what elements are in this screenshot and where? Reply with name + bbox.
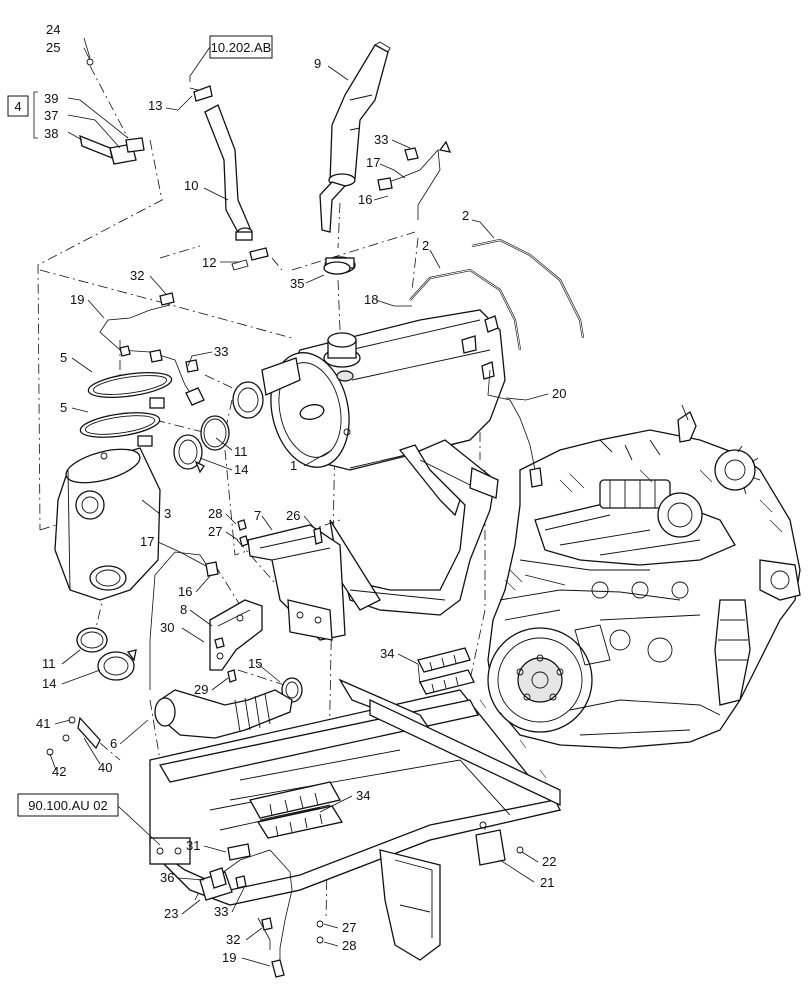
callout-14-bottom: 14 bbox=[42, 676, 56, 691]
callout-14-top: 14 bbox=[234, 462, 248, 477]
callout-23: 23 bbox=[164, 906, 178, 921]
callout-40: 40 bbox=[98, 760, 112, 775]
callout-6: 6 bbox=[110, 736, 117, 751]
callout-30: 30 bbox=[160, 620, 174, 635]
callout-33-bottom: 33 bbox=[214, 904, 228, 919]
reference-boxes: 10.202.AB 90.100.AU 02 4 bbox=[7, 35, 273, 846]
callout-22: 22 bbox=[542, 854, 556, 869]
callout-18: 18 bbox=[364, 292, 378, 307]
kit-box bbox=[7, 95, 29, 117]
callout-11-bottom: 11 bbox=[42, 656, 56, 671]
callout-32-top: 32 bbox=[130, 268, 144, 283]
callout-31: 31 bbox=[186, 838, 200, 853]
hoses bbox=[409, 238, 585, 351]
callout-34-bottom: 34 bbox=[356, 788, 370, 803]
callout-13: 13 bbox=[148, 98, 162, 113]
callout-2-right: 2 bbox=[462, 208, 469, 223]
callout-41: 41 bbox=[36, 716, 50, 731]
sensor-harnesses bbox=[99, 149, 543, 965]
callout-7: 7 bbox=[254, 508, 261, 523]
callout-1: 1 bbox=[290, 458, 297, 473]
gasket-clamp-upper bbox=[173, 415, 230, 474]
ref-box-bottom bbox=[17, 793, 119, 817]
kit-number: 4 bbox=[14, 99, 21, 114]
bracket-plate bbox=[247, 524, 346, 641]
callout-33-mid: 33 bbox=[214, 344, 228, 359]
connecting-pipe bbox=[154, 689, 293, 739]
callout-34-top: 34 bbox=[380, 646, 394, 661]
callout-12: 12 bbox=[202, 255, 216, 270]
callout-19-bottom: 19 bbox=[222, 950, 236, 965]
dpf-canister bbox=[54, 447, 161, 601]
callout-17-top: 17 bbox=[366, 155, 380, 170]
hardware bbox=[46, 58, 524, 978]
callout-27-top: 27 bbox=[208, 524, 222, 539]
callout-35: 35 bbox=[290, 276, 304, 291]
callout-10: 10 bbox=[184, 178, 198, 193]
callout-39: 39 bbox=[44, 91, 58, 106]
engine-assembly bbox=[487, 404, 801, 749]
ref-label-top: 10.202.AB bbox=[211, 40, 272, 55]
callout-16-mid: 16 bbox=[178, 584, 192, 599]
callout-11-top: 11 bbox=[234, 444, 248, 459]
bracket-support bbox=[209, 599, 263, 671]
callout-27-bottom: 27 bbox=[342, 920, 356, 935]
callout-5-bottom: 5 bbox=[60, 400, 67, 415]
callout-17-mid: 17 bbox=[140, 534, 154, 549]
callout-21: 21 bbox=[540, 875, 554, 890]
muffler-cradle bbox=[329, 439, 499, 616]
callout-33-top: 33 bbox=[374, 132, 388, 147]
callout-25: 25 bbox=[46, 40, 60, 55]
callout-28-top: 28 bbox=[208, 506, 222, 521]
leader-lines bbox=[49, 37, 549, 967]
callout-29: 29 bbox=[194, 682, 208, 697]
callout-32-bottom: 32 bbox=[226, 932, 240, 947]
callout-28-bottom: 28 bbox=[342, 938, 356, 953]
callout-numbers: 24 25 39 37 38 13 10 12 9 33 17 16 2 2 3… bbox=[36, 22, 566, 965]
ref-label-bottom: 90.100.AU 02 bbox=[28, 798, 108, 813]
callout-19-top: 19 bbox=[70, 292, 84, 307]
tailpipe bbox=[319, 41, 391, 274]
callout-15: 15 bbox=[248, 656, 262, 671]
callout-42: 42 bbox=[52, 764, 66, 779]
chassis-frame bbox=[149, 678, 562, 961]
inlet-pipe bbox=[193, 85, 269, 261]
callout-5-top: 5 bbox=[60, 350, 67, 365]
callout-38: 38 bbox=[44, 126, 58, 141]
callout-3: 3 bbox=[164, 506, 171, 521]
callout-9: 9 bbox=[314, 56, 321, 71]
callout-20: 20 bbox=[552, 386, 566, 401]
callout-37: 37 bbox=[44, 108, 58, 123]
callout-36: 36 bbox=[160, 870, 174, 885]
callout-26: 26 bbox=[286, 508, 300, 523]
callout-2-left: 2 bbox=[422, 238, 429, 253]
muffler-body bbox=[232, 309, 506, 471]
tailpipe-clamp bbox=[323, 261, 351, 275]
band-clamps bbox=[79, 371, 173, 447]
callout-24: 24 bbox=[46, 22, 60, 37]
callout-8: 8 bbox=[180, 602, 187, 617]
callout-16-top: 16 bbox=[358, 192, 372, 207]
gasket-clamp-lower bbox=[76, 627, 303, 703]
